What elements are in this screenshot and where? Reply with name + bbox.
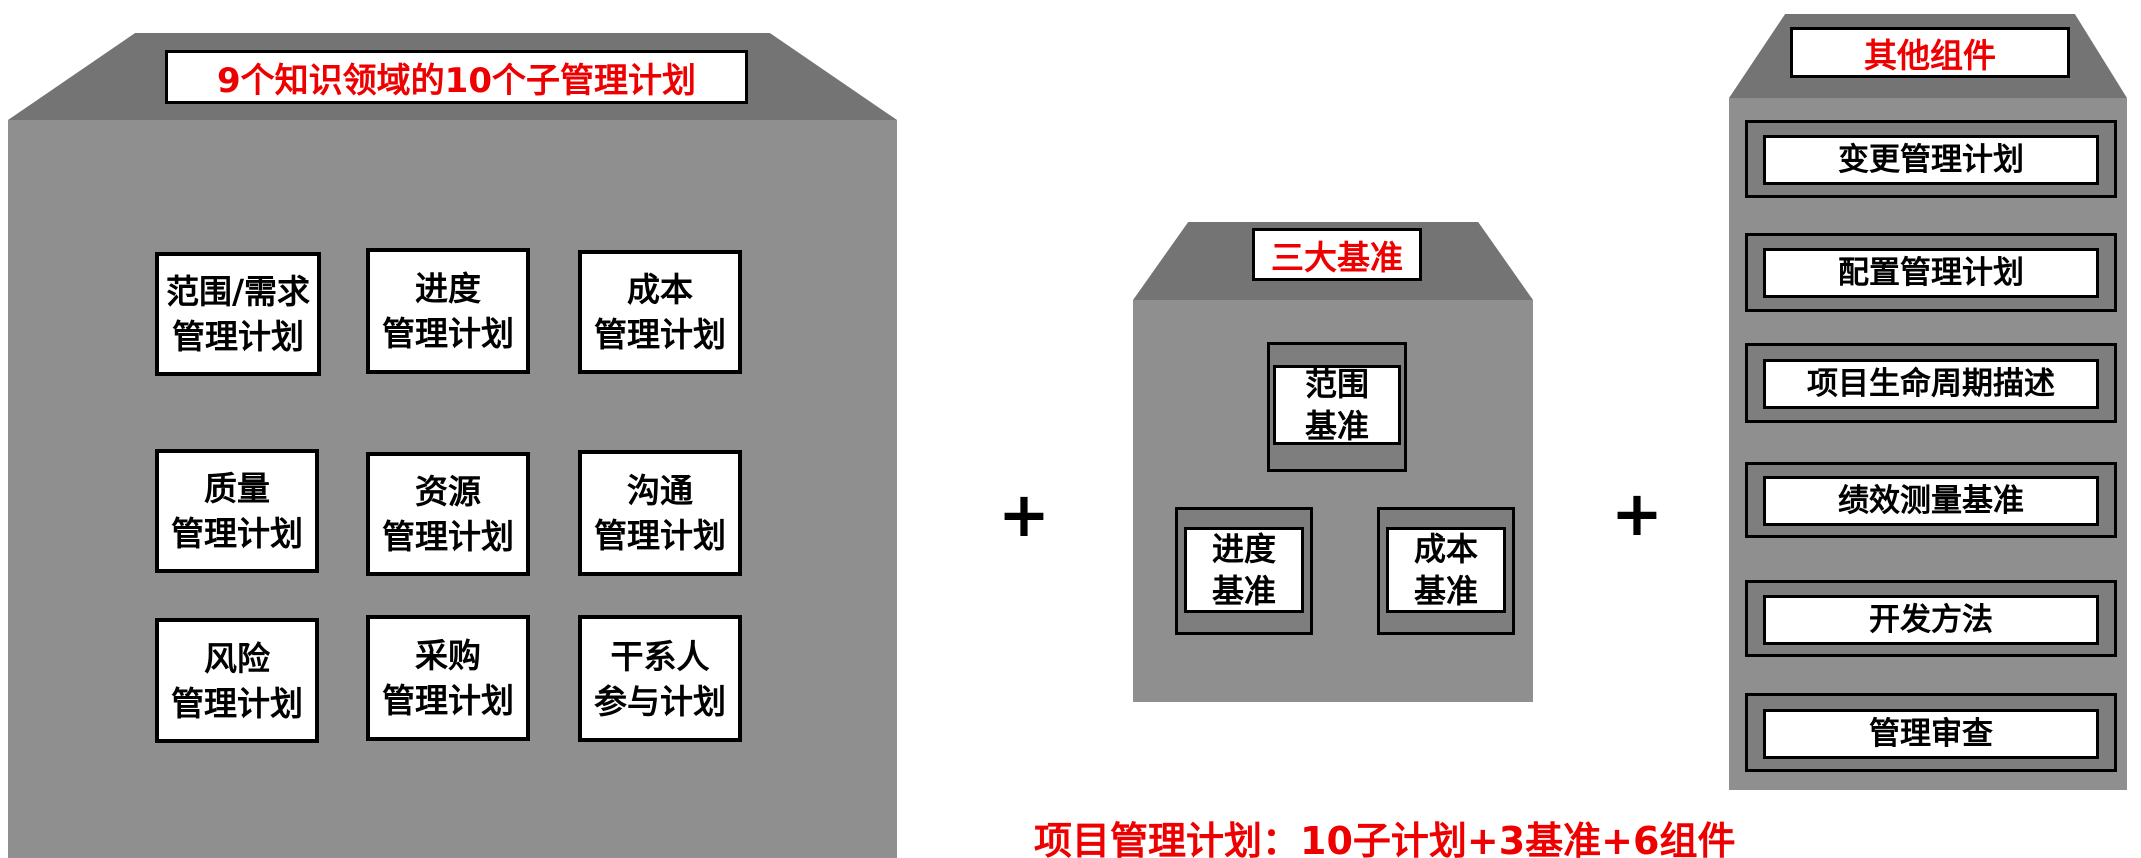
- footer-summary-label: 项目管理计划：10子计划+3基准+6组件: [1034, 819, 1736, 858]
- component-frame-change-plan: 变更管理计划: [1745, 120, 2117, 198]
- box-label-line: 风险: [204, 638, 270, 678]
- subplans-building-title: 9个知识领域的10个子管理计划: [165, 50, 748, 104]
- box-label-line: 范围: [1304, 365, 1369, 403]
- plus-icon-glyph: +: [998, 477, 1050, 551]
- component-frame-performance-baseline: 绩效测量基准: [1745, 462, 2117, 538]
- component-box-development-approach: 开发方法: [1763, 595, 2099, 645]
- box-label-line: 管理计划: [382, 517, 514, 556]
- footer-summary: 项目管理计划：10子计划+3基准+6组件: [1034, 810, 1735, 858]
- box-label-line: 基准: [1304, 407, 1369, 445]
- box-scope-requirements-plan: 范围/需求 管理计划: [155, 252, 321, 376]
- baseline-frame-cost: 成本 基准: [1377, 507, 1515, 635]
- box-label-line: 管理计划: [594, 516, 726, 555]
- item-label: 开发方法: [1869, 602, 1993, 638]
- plus-icon: +: [992, 477, 1056, 551]
- components-building-title: 其他组件: [1790, 27, 2070, 78]
- box-label-line: 范围/需求: [165, 272, 311, 311]
- box-label-line: 成本: [1413, 530, 1478, 568]
- box-label-line: 基准: [1413, 572, 1478, 610]
- item-label: 管理审查: [1869, 716, 1993, 752]
- box-procurement-plan: 采购 管理计划: [366, 615, 530, 741]
- box-label-line: 资源: [415, 472, 481, 511]
- component-box-configuration-plan: 配置管理计划: [1763, 248, 2099, 298]
- component-box-change-plan: 变更管理计划: [1763, 135, 2099, 185]
- baseline-box-scope: 范围 基准: [1273, 365, 1401, 445]
- box-label-line: 沟通: [627, 471, 693, 510]
- plus-icon: +: [1605, 476, 1669, 550]
- box-label-line: 进度: [415, 269, 481, 308]
- subplans-title-label: 9个知识领域的10个子管理计划: [217, 60, 696, 101]
- baselines-building-title: 三大基准: [1252, 228, 1422, 281]
- box-schedule-plan: 进度 管理计划: [366, 248, 530, 374]
- components-building-body: [1729, 98, 2127, 790]
- item-label: 绩效测量基准: [1838, 483, 2024, 519]
- baseline-box-cost: 成本 基准: [1386, 527, 1506, 613]
- component-box-lifecycle-description: 项目生命周期描述: [1763, 359, 2099, 409]
- box-label-line: 采购: [415, 636, 481, 675]
- box-label-line: 管理计划: [594, 315, 726, 354]
- box-label-line: 管理计划: [382, 681, 514, 720]
- baseline-box-schedule: 进度 基准: [1184, 527, 1304, 613]
- box-label-line: 管理计划: [172, 317, 304, 356]
- components-title-label: 其他组件: [1864, 35, 1996, 75]
- box-label-line: 进度: [1211, 530, 1276, 568]
- item-label: 变更管理计划: [1838, 142, 2024, 178]
- component-frame-lifecycle-description: 项目生命周期描述: [1745, 343, 2117, 423]
- plus-icon-glyph: +: [1611, 476, 1663, 550]
- box-label-line: 管理计划: [382, 314, 514, 353]
- box-cost-plan: 成本 管理计划: [578, 250, 742, 374]
- box-label-line: 质量: [204, 469, 270, 508]
- box-label-line: 参与计划: [594, 681, 726, 721]
- box-label-line: 干系人: [610, 636, 710, 676]
- box-label-line: 成本: [627, 270, 693, 309]
- component-frame-management-reviews: 管理审查: [1745, 693, 2117, 772]
- box-label-line: 管理计划: [171, 683, 303, 723]
- box-stakeholder-plan: 干系人 参与计划: [578, 615, 742, 742]
- box-label-line: 基准: [1211, 572, 1276, 610]
- item-label: 项目生命周期描述: [1807, 366, 2055, 402]
- baselines-title-label: 三大基准: [1271, 237, 1403, 277]
- box-resource-plan: 资源 管理计划: [366, 452, 530, 576]
- component-box-management-reviews: 管理审查: [1763, 709, 2099, 759]
- item-label: 配置管理计划: [1838, 255, 2024, 291]
- box-quality-plan: 质量 管理计划: [155, 449, 319, 573]
- box-risk-plan: 风险 管理计划: [155, 618, 319, 743]
- baseline-frame-schedule: 进度 基准: [1175, 507, 1313, 635]
- component-frame-development-approach: 开发方法: [1745, 580, 2117, 657]
- box-communications-plan: 沟通 管理计划: [578, 450, 742, 576]
- component-frame-configuration-plan: 配置管理计划: [1745, 233, 2117, 312]
- baseline-frame-scope: 范围 基准: [1267, 342, 1407, 472]
- component-box-performance-baseline: 绩效测量基准: [1763, 476, 2099, 526]
- box-label-line: 管理计划: [171, 514, 303, 553]
